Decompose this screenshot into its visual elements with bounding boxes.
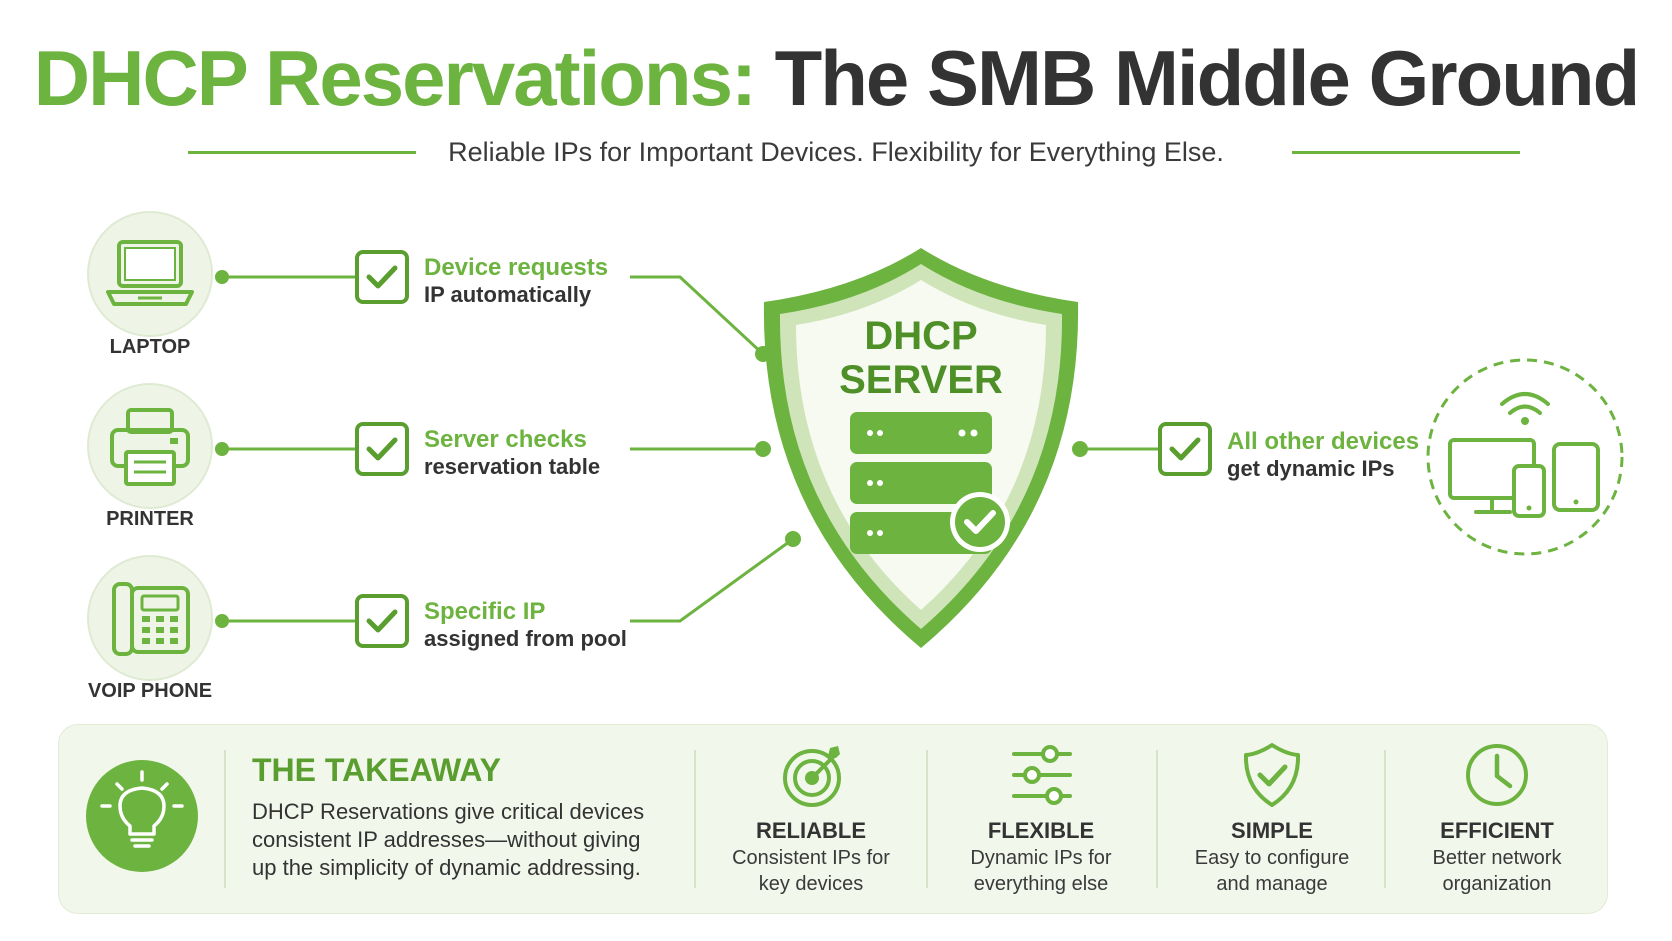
subtitle-rule-left (188, 151, 416, 154)
device-printer (86, 382, 214, 510)
feature-simple-icon (1242, 742, 1302, 808)
other-devices-title: All other devices (1227, 428, 1420, 455)
step-1: Device requests IP automatically (424, 254, 608, 308)
feature-divider (1384, 750, 1386, 888)
printer-icon (87, 383, 213, 509)
clock-icon (1466, 744, 1528, 806)
takeaway-divider (224, 750, 226, 888)
feature-efficient-title: EFFICIENT (1440, 818, 1554, 843)
page-title: DHCP Reservations: The SMB Middle Ground (0, 28, 1672, 128)
server-rack-icon (850, 412, 1010, 554)
takeaway-title: THE TAKEAWAY (252, 752, 501, 788)
device-voip-phone (86, 554, 214, 682)
feature-efficient-desc-line-2: organization (1442, 873, 1552, 895)
feature-divider (1156, 750, 1158, 888)
feature-simple-desc-line-1: Easy to configure (1194, 847, 1350, 869)
feature-reliable-desc: Consistent IPs for key devices (696, 845, 926, 897)
check-box-icon (355, 250, 409, 304)
subtitle-rule-right (1292, 151, 1520, 154)
title-part-2: The SMB Middle Ground (774, 34, 1641, 122)
phone-icon (87, 555, 213, 681)
step-2-title: Server checks (424, 426, 587, 453)
feature-flexible-desc-line-1: Dynamic IPs for (970, 847, 1112, 869)
step-1-detail: IP automatically (424, 282, 592, 307)
step-3: Specific IP assigned from pool (424, 598, 627, 652)
device-laptop (86, 210, 214, 338)
lightbulb-icon (86, 760, 198, 872)
feature-simple-desc: Easy to configure and manage (1157, 845, 1387, 897)
feature-simple-title: SIMPLE (1231, 818, 1313, 843)
step-2-detail: reservation table (424, 454, 601, 479)
feature-reliable-desc-line-2: key devices (758, 873, 864, 895)
feature-flexible-title: FLEXIBLE (987, 818, 1095, 843)
shield-check-icon (1243, 743, 1301, 807)
feature-efficient-desc: Better network organization (1382, 845, 1612, 897)
other-devices-group (1424, 356, 1626, 558)
step-3-detail: assigned from pool (424, 626, 627, 651)
check-box-icon (1158, 422, 1212, 476)
feature-flexible-desc: Dynamic IPs for everything else (926, 845, 1156, 897)
step-1-title: Device requests (424, 254, 609, 281)
multi-device-wifi-icon (1426, 358, 1624, 556)
laptop-icon (87, 211, 213, 337)
sliders-icon (1012, 745, 1072, 805)
other-devices: All other devices get dynamic IPs (1227, 428, 1419, 482)
feature-reliable-icon (782, 744, 844, 808)
check-box-icon (355, 594, 409, 648)
feature-reliable-desc-line-1: Consistent IPs for (732, 847, 890, 869)
feature-reliable-title: RELIABLE (756, 818, 866, 843)
feature-divider (694, 750, 696, 888)
subtitle: Reliable IPs for Important Devices. Flex… (448, 137, 1224, 167)
feature-flexible-icon (1010, 744, 1074, 806)
other-devices-detail: get dynamic IPs (1227, 456, 1395, 481)
takeaway-body: DHCP Reservations give critical devices … (252, 799, 645, 880)
server-title-line-2: SERVER (839, 358, 1003, 402)
target-icon (783, 746, 841, 807)
feature-efficient-desc-line-1: Better network (1432, 847, 1562, 869)
step-3-title: Specific IP (424, 598, 546, 625)
check-box-icon (355, 422, 409, 476)
feature-flexible-desc-line-2: everything else (973, 873, 1109, 895)
feature-divider (926, 750, 928, 888)
device-label-laptop: LAPTOP (109, 336, 191, 358)
server-title-line-1: DHCP (864, 314, 978, 358)
server-rack (846, 410, 1016, 560)
takeaway-bulb (86, 760, 198, 872)
step-2: Server checks reservation table (424, 426, 600, 480)
feature-simple-desc-line-2: and manage (1216, 873, 1328, 895)
device-label-printer: PRINTER (106, 508, 194, 530)
title-part-1: DHCP Reservations: (33, 34, 757, 122)
device-label-voip-phone: VOIP PHONE (87, 680, 213, 702)
feature-efficient-icon (1464, 742, 1530, 808)
